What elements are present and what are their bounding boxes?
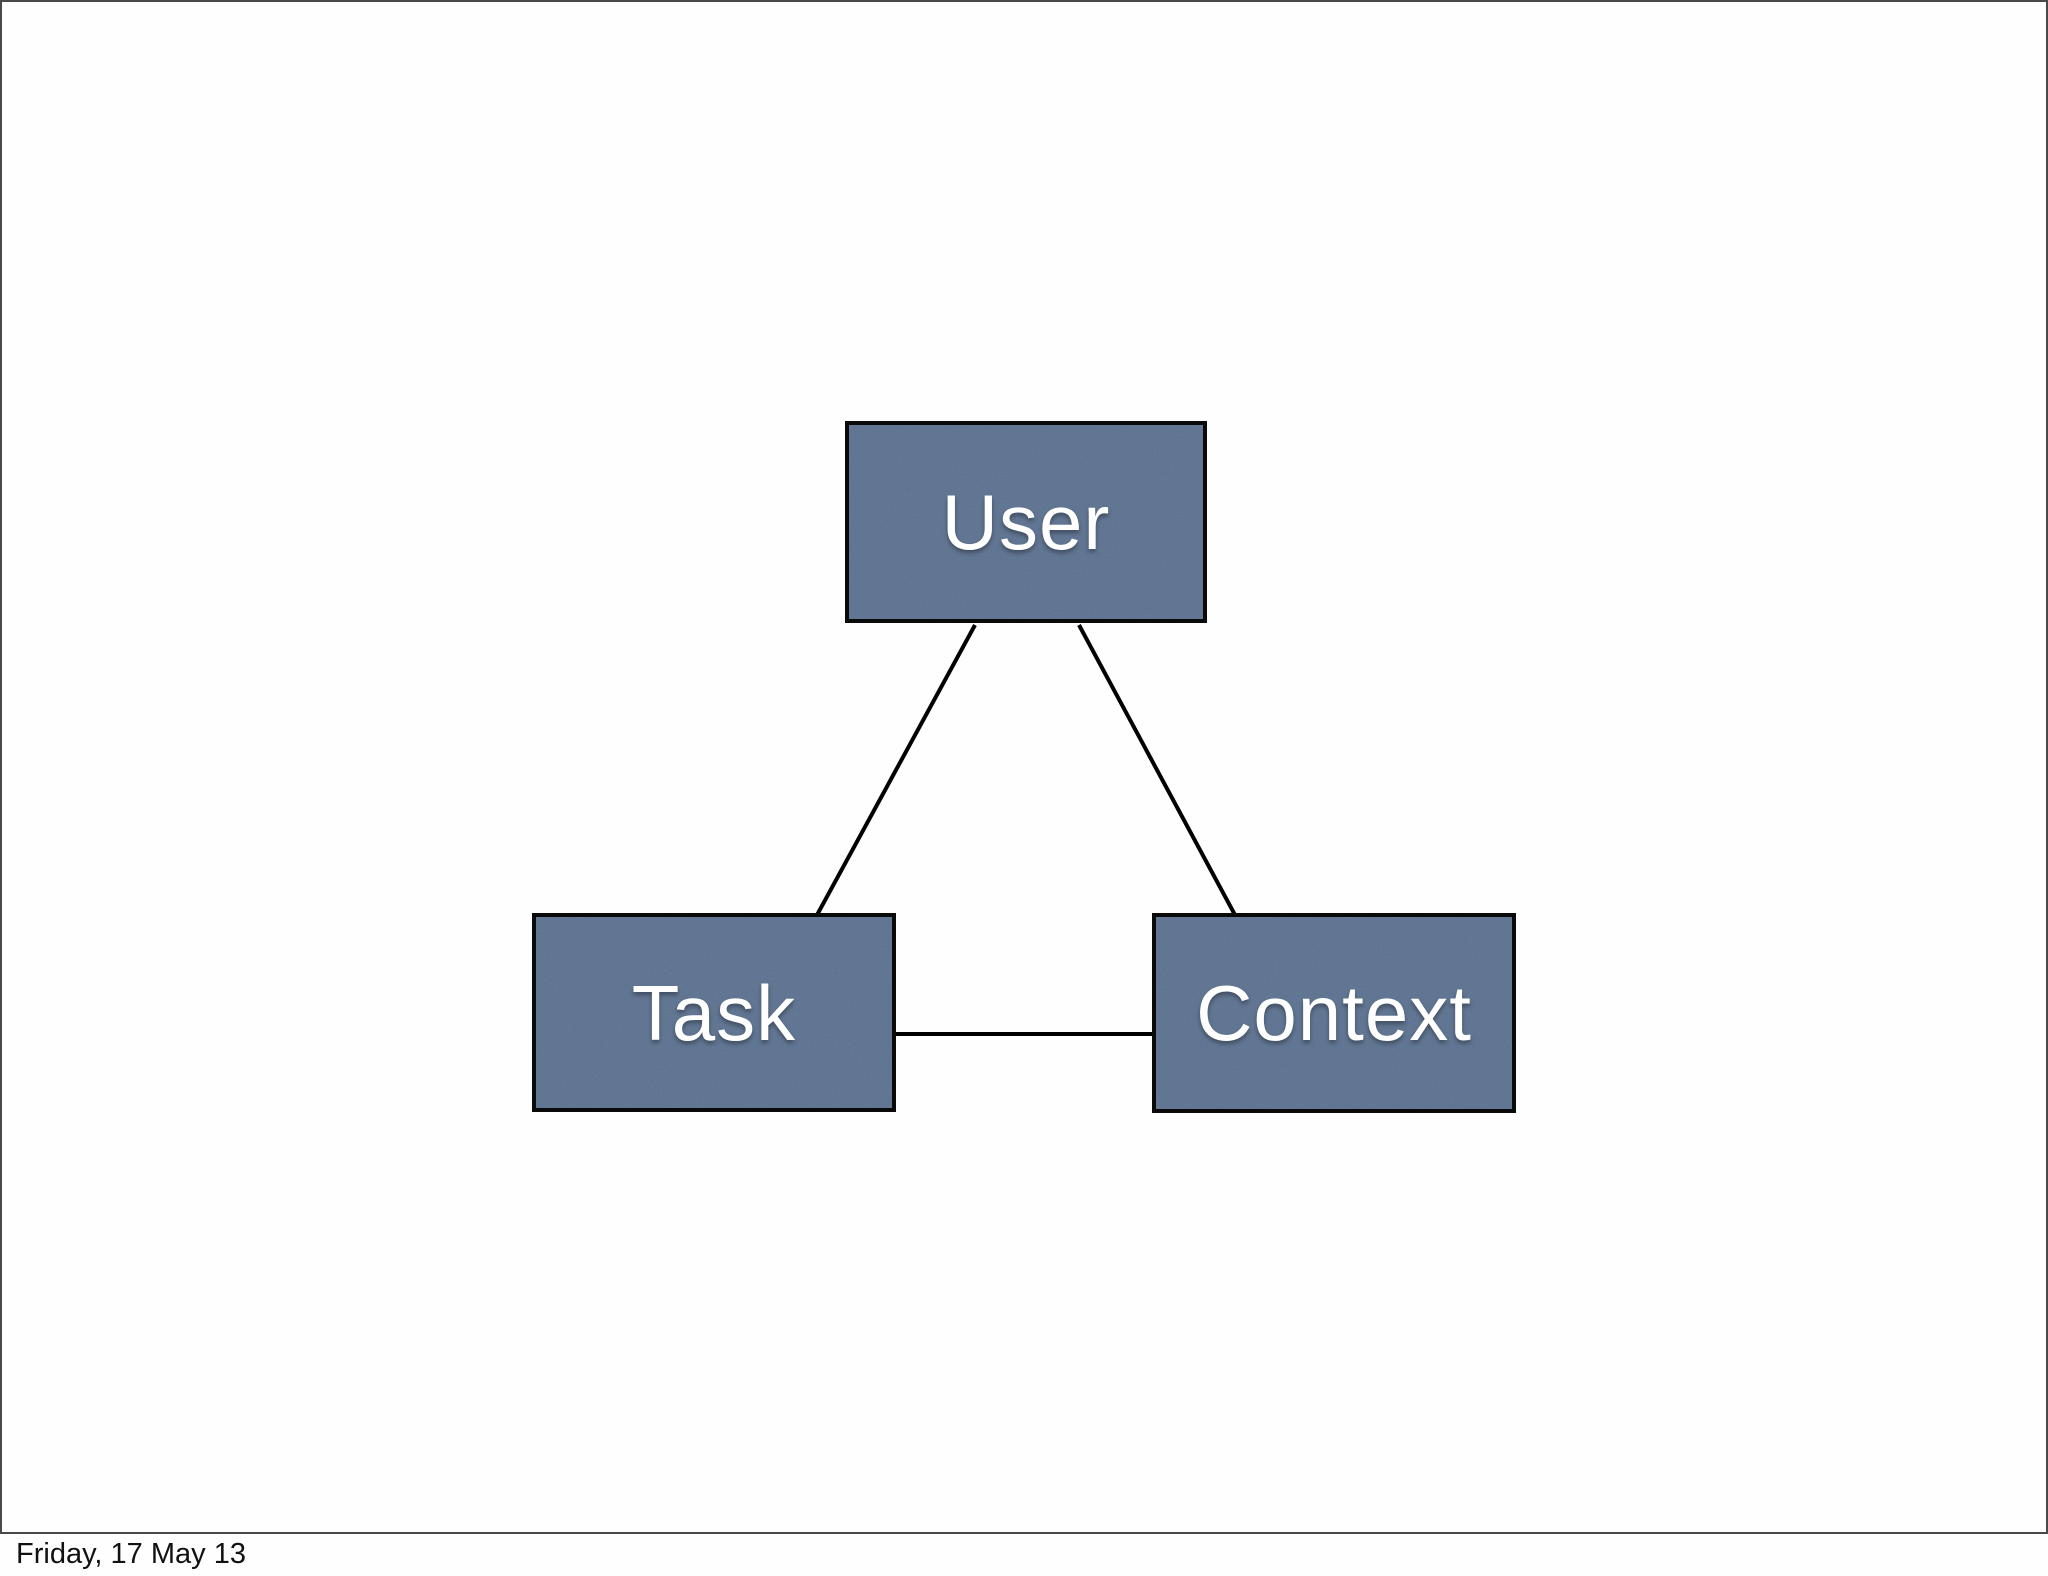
- node-context: Context: [1152, 913, 1516, 1113]
- slide-footer-date: Friday, 17 May 13: [16, 1538, 246, 1570]
- node-context-label: Context: [1196, 969, 1472, 1057]
- node-task-label: Task: [631, 968, 797, 1057]
- node-user: User: [845, 421, 1207, 623]
- node-user-label: User: [941, 478, 1111, 566]
- node-task: Task: [532, 913, 896, 1112]
- slide-frame: [0, 0, 2048, 1534]
